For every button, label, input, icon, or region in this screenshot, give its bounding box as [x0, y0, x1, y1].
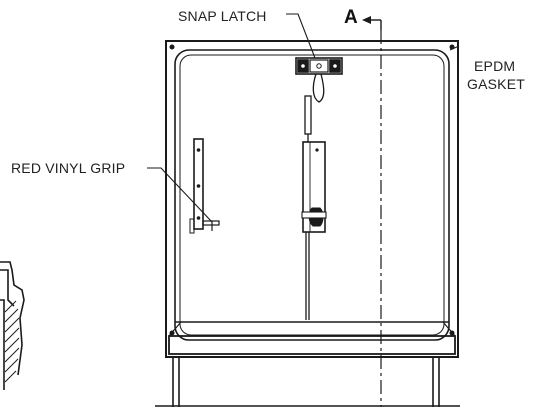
- corner-screws: [169, 44, 455, 336]
- leader-lines: [147, 13, 460, 223]
- section-arrow-icon: [362, 16, 371, 24]
- epdm-gasket: [174, 49, 450, 341]
- gasket-label-line1: EPDM: [474, 58, 516, 74]
- cabinet-outer-frame: [165, 40, 459, 358]
- side-view-fragment: [0, 261, 25, 390]
- gasket-label-line2: GASKET: [467, 76, 525, 92]
- snap-latch-label: SNAP LATCH: [178, 8, 267, 24]
- red-vinyl-grip: [189, 138, 220, 234]
- base-posts: [155, 357, 460, 407]
- bottom-sill: [166, 321, 458, 358]
- section-a-label: A: [344, 7, 358, 28]
- snap-latch: [295, 57, 343, 103]
- grip-label: RED VINYL GRIP: [11, 160, 126, 176]
- latch-rod: [301, 95, 327, 320]
